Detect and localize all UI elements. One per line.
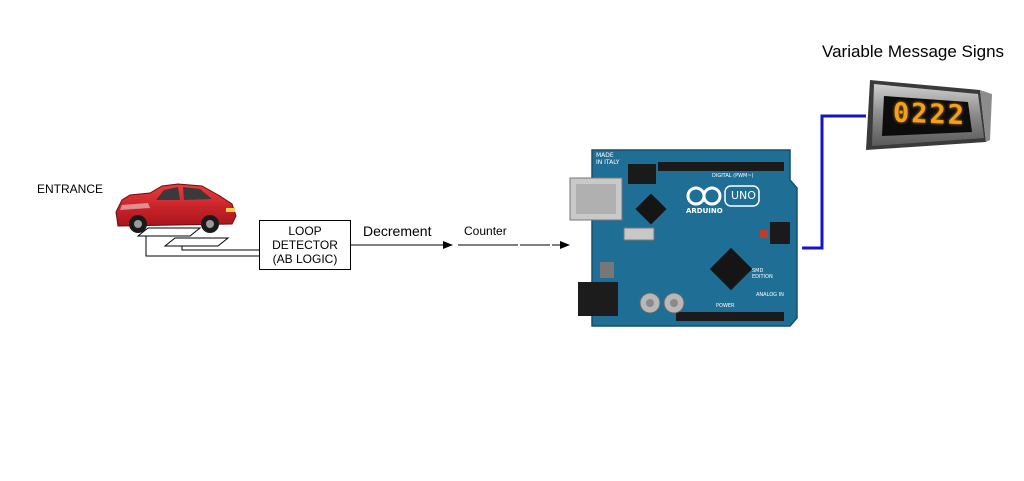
board-smd-label: SMD EDITION bbox=[752, 268, 773, 280]
vms-display-value: 0222 bbox=[893, 97, 967, 132]
board-power-label: POWER bbox=[716, 303, 735, 309]
smd-line-2: EDITION bbox=[752, 274, 773, 280]
loop-detector-line-2: DETECTOR bbox=[272, 238, 338, 252]
signal-wire bbox=[802, 114, 866, 250]
loop-sensors bbox=[136, 227, 230, 247]
counter-label: Counter bbox=[464, 224, 507, 238]
entrance-label: ENTRANCE bbox=[37, 182, 104, 196]
smd-line-1: SMD bbox=[752, 268, 764, 274]
made-in-line-1: MADE bbox=[596, 152, 614, 159]
vms-label: Variable Message Signs bbox=[822, 42, 1005, 61]
vms-sign-icon bbox=[866, 80, 992, 150]
loop-detector-line-1: LOOP bbox=[288, 224, 322, 238]
decrement-label: Decrement bbox=[363, 223, 432, 239]
board-analog-label: ANALOG IN bbox=[756, 292, 784, 298]
board-brand-label: ARDUINO bbox=[686, 207, 723, 215]
car-icon bbox=[115, 183, 237, 233]
sensor-wires bbox=[145, 236, 259, 257]
arduino-board bbox=[569, 149, 798, 327]
board-made-in: MADE IN ITALY bbox=[596, 152, 619, 166]
board-digital-label: DIGITAL (PWM~) bbox=[712, 173, 754, 179]
loop-detector-box: LOOP DETECTOR (AB LOGIC) bbox=[259, 220, 351, 270]
board-model-label: UNO bbox=[731, 189, 756, 202]
made-in-line-2: IN ITALY bbox=[596, 159, 620, 166]
loop-detector-line-3: (AB LOGIC) bbox=[272, 252, 338, 266]
